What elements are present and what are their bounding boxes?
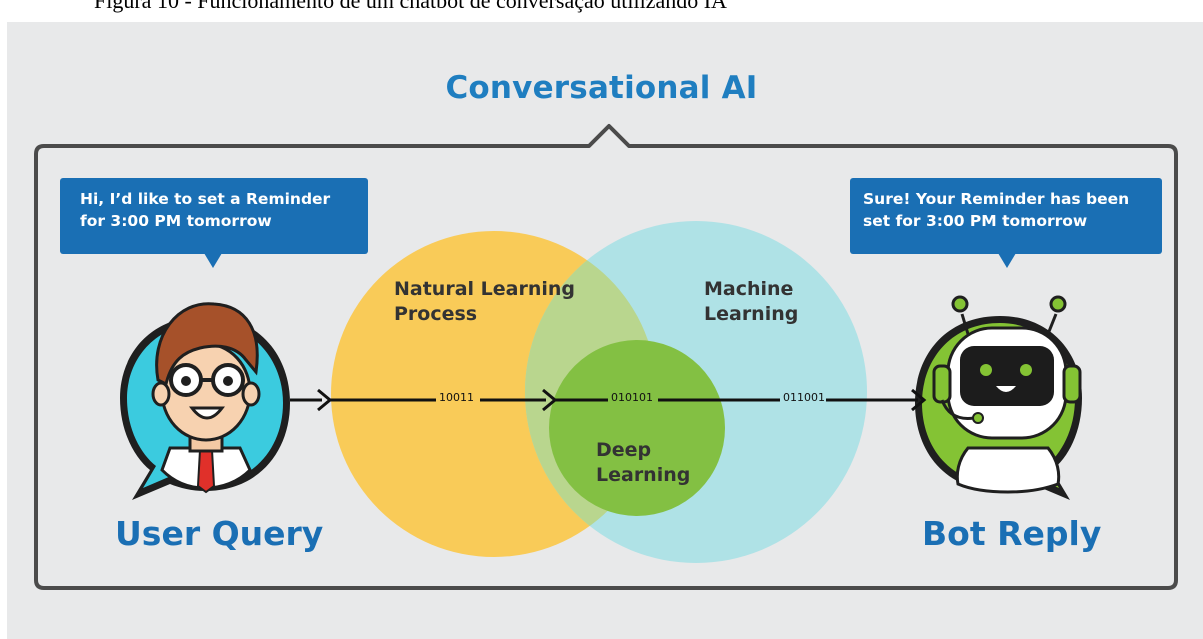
binary-code-1: 10011 <box>439 391 474 404</box>
bot-bubble-line-1: Sure! Your Reminder has been <box>863 190 1130 208</box>
flow-line-2 <box>555 388 927 412</box>
ml-label-line-2: Learning <box>704 303 799 325</box>
binary-code-2: 010101 <box>611 391 653 404</box>
bot-bubble-tail <box>998 253 1016 268</box>
dl-label: Deep Learning <box>596 438 690 488</box>
user-speech-bubble: Hi, I’d like to set a Reminder for 3:00 … <box>60 178 368 254</box>
nlp-label: Natural Learning Process <box>394 277 575 327</box>
dl-label-line-1: Deep <box>596 439 652 461</box>
bot-speech-bubble: Sure! Your Reminder has been set for 3:0… <box>850 178 1162 254</box>
user-avatar-icon <box>120 302 290 500</box>
robot-avatar-icon <box>915 295 1082 500</box>
user-bubble-line-2: for 3:00 PM tomorrow <box>80 212 272 230</box>
ml-label-line-1: Machine <box>704 278 794 300</box>
user-bubble-tail <box>204 253 222 268</box>
user-bubble-line-1: Hi, I’d like to set a Reminder <box>80 190 331 208</box>
user-query-label: User Query <box>115 514 324 553</box>
bot-bubble-line-2: set for 3:00 PM tomorrow <box>863 212 1088 230</box>
binary-code-3: 011001 <box>783 391 825 404</box>
ml-label: Machine Learning <box>704 277 798 327</box>
dl-label-line-2: Learning <box>596 464 691 486</box>
nlp-label-line-2: Process <box>394 303 478 325</box>
nlp-label-line-1: Natural Learning <box>394 278 576 300</box>
flow-line-1 <box>290 388 558 412</box>
dl-circle <box>549 340 725 516</box>
frame-border <box>34 124 1178 590</box>
diagram-title: Conversational AI <box>445 70 758 106</box>
figure-caption: Figura 10 - Funcionamento de um chatbot … <box>94 0 727 13</box>
bot-reply-label: Bot Reply <box>922 514 1102 553</box>
arrow-right-icon <box>911 388 927 412</box>
